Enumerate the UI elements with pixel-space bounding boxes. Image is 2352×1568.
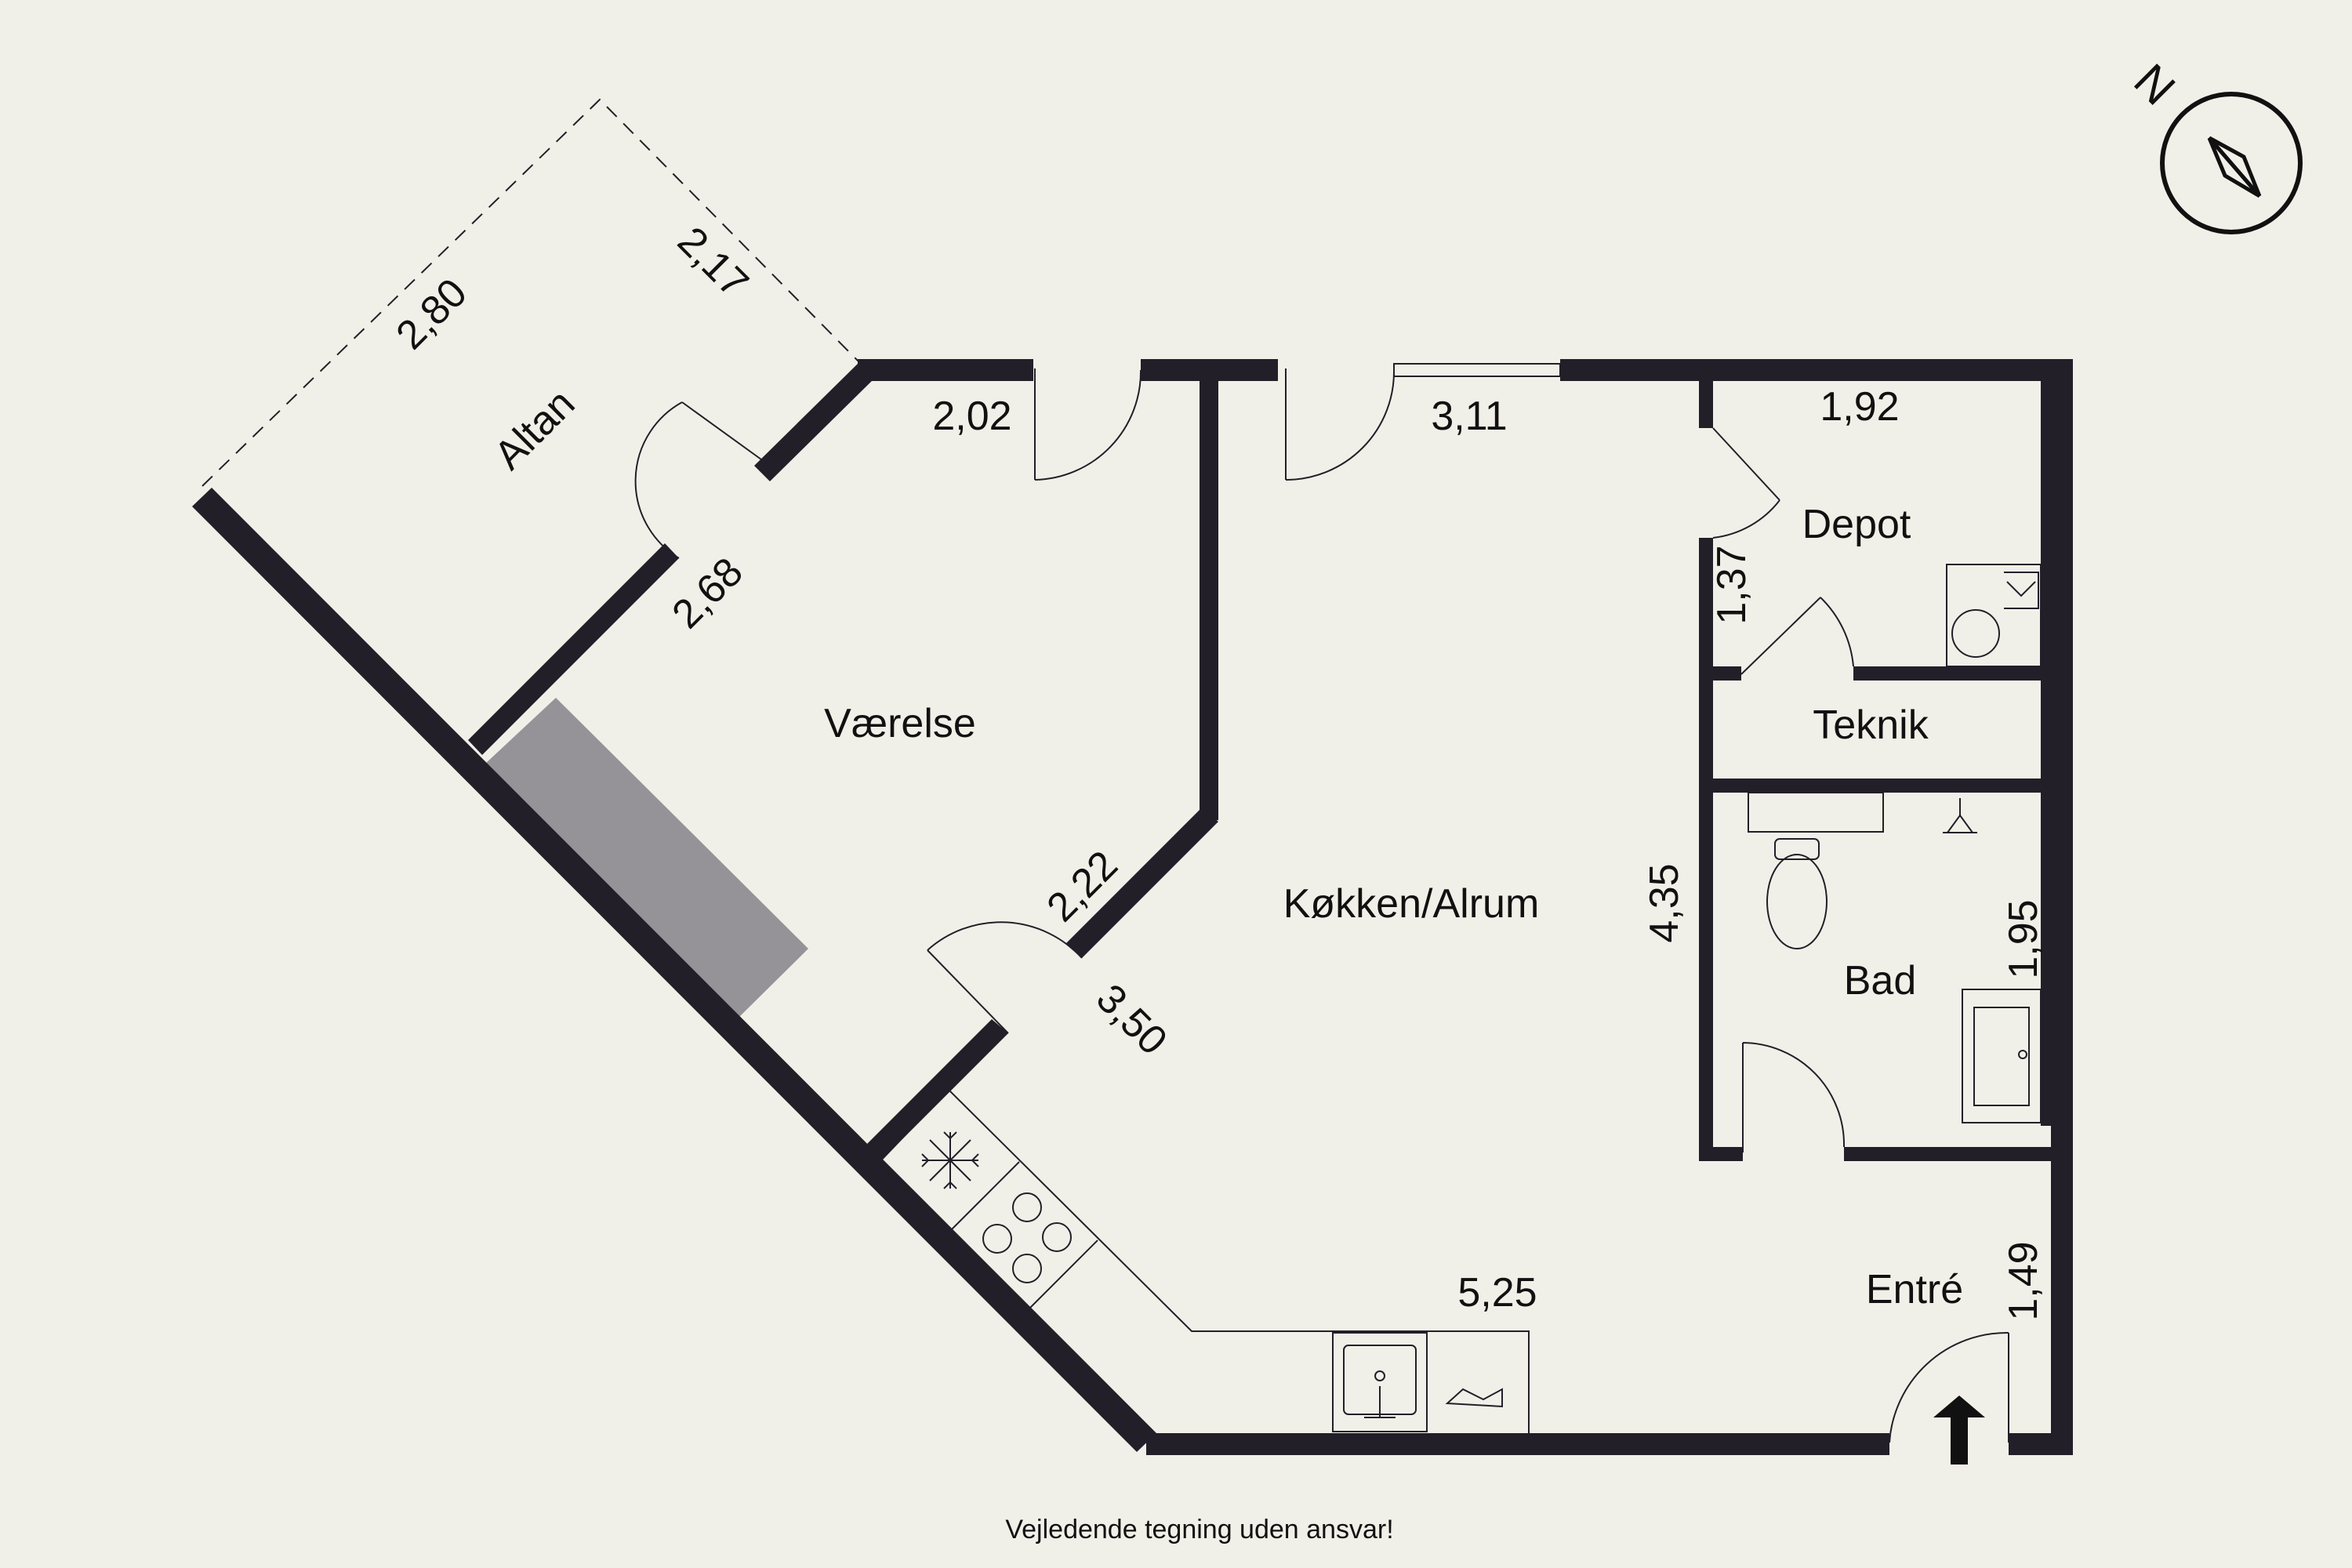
dimension-label: 3,11 xyxy=(1431,394,1507,439)
room-label-entre: Entré xyxy=(1866,1267,1963,1312)
room-label-bad: Bad xyxy=(1844,958,1917,1004)
dimension-labels: 2,80 2,17 2,02 2,68 3,11 1,92 1,37 4,35 … xyxy=(387,218,2046,1320)
bathroom-fixtures xyxy=(1748,792,2042,1123)
toilet-icon xyxy=(1766,854,1828,949)
dimension-label: 1,49 xyxy=(2001,1241,2046,1320)
room-label-kokken: Køkken/Alrum xyxy=(1283,881,1540,927)
entrance-arrow-icon xyxy=(1933,1396,1985,1465)
kitchen-counter xyxy=(877,1089,1530,1433)
room-label-vaerelse: Værelse xyxy=(824,701,976,746)
dishwasher-icon xyxy=(1445,1388,1503,1408)
dimension-label: 5,25 xyxy=(1457,1270,1537,1316)
dimension-label: 1,95 xyxy=(2001,899,2046,978)
shower-icon xyxy=(1943,798,1977,833)
sink-icon xyxy=(1332,1332,1428,1432)
disclaimer-text: Vejledende tegning uden ansvar! xyxy=(1005,1515,1393,1544)
dimension-label: 4,35 xyxy=(1642,863,1687,942)
doors xyxy=(634,363,2009,1443)
depot-installations xyxy=(1946,564,2042,667)
room-label-teknik: Teknik xyxy=(1813,702,1929,748)
dimension-label: 2,02 xyxy=(932,394,1011,439)
dimension-label: 1,37 xyxy=(1709,545,1755,624)
room-label-depot: Depot xyxy=(1802,502,1911,547)
walls xyxy=(192,359,2073,1455)
water-heater-icon xyxy=(1951,609,2000,658)
dimension-label: 1,92 xyxy=(1820,384,1899,430)
balcony-outline xyxy=(201,98,859,487)
washbasin-icon xyxy=(1962,989,2042,1123)
chimney-block xyxy=(485,698,808,1019)
freezer-icon xyxy=(921,1131,979,1189)
stove-icon xyxy=(982,1192,1072,1283)
